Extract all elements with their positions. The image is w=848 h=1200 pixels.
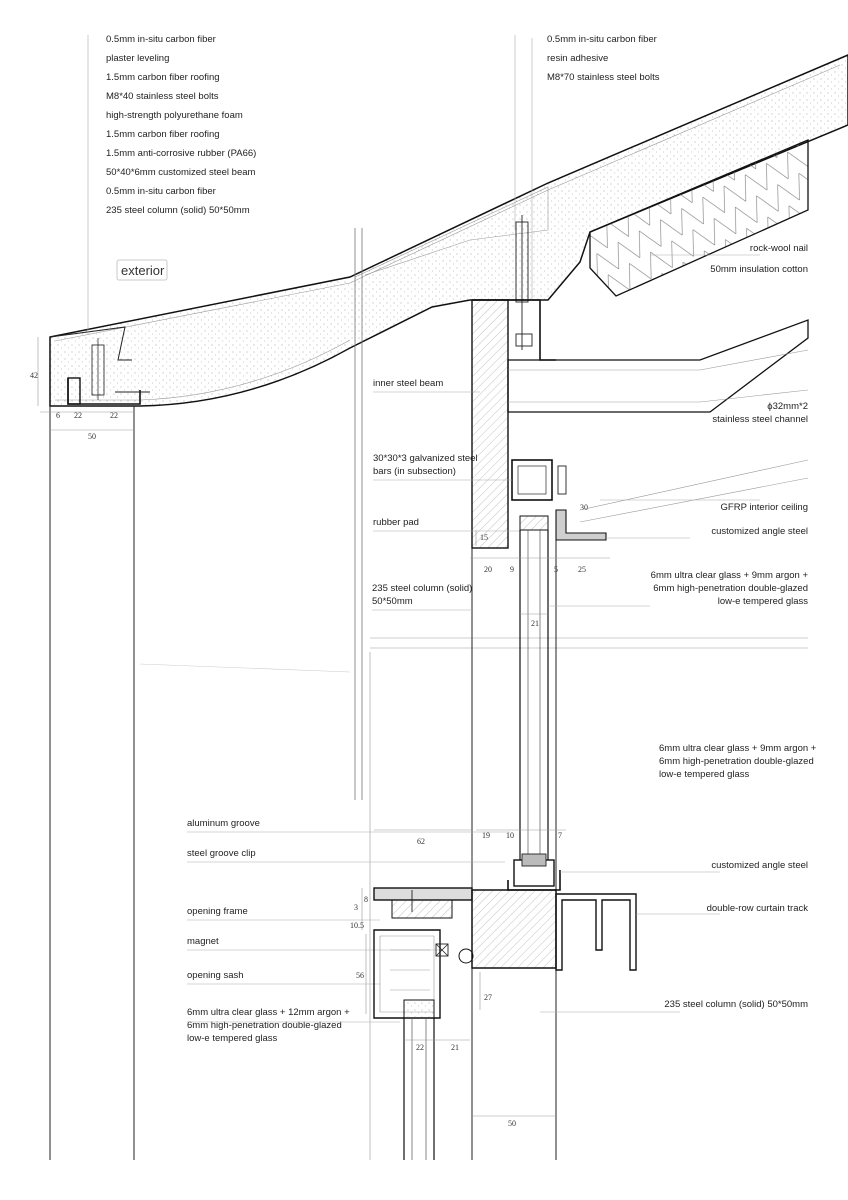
label-opening-sash: opening sash: [187, 970, 244, 981]
curtain-track: double-row curtain track: [555, 893, 809, 971]
label-curtain-track: double-row curtain track: [707, 903, 809, 914]
label-left-9: 235 steel column (solid) 50*50mm: [106, 205, 250, 216]
dim-10: 10: [506, 831, 514, 840]
dim-19: 19: [482, 831, 490, 840]
label-left-2: 1.5mm carbon fiber roofing: [106, 72, 220, 83]
middle-frame-lines: [139, 228, 808, 1160]
label-channel-1: ϕ32mm*2: [767, 401, 808, 412]
dim-eave-22b: 22: [110, 411, 118, 420]
dim-50-bottom: 50: [508, 1119, 516, 1128]
dim-8: 8: [364, 895, 368, 904]
dim-9: 9: [510, 565, 514, 574]
dim-56: 56: [356, 971, 364, 980]
inner-steel-beam: inner steel beam ϕ32mm*2 stainless steel…: [373, 319, 809, 425]
label-inner-beam: inner steel beam: [373, 378, 443, 389]
label-glass-b-0: 6mm ultra clear glass + 9mm argon +: [659, 743, 817, 754]
label-steel-groove-clip: steel groove clip: [187, 848, 256, 859]
dim-10-5: 10.5: [350, 921, 364, 930]
dims-upper: 15 20 9 5 25 21: [470, 530, 610, 628]
label-left-6: 1.5mm anti-corrosive rubber (PA66): [106, 148, 256, 159]
label-glass-c-0: 6mm ultra clear glass + 12mm argon +: [187, 1007, 350, 1018]
label-glass-b-1: 6mm high-penetration double-glazed: [659, 756, 814, 767]
gutter-bolt: [515, 215, 533, 350]
label-magnet: magnet: [187, 936, 219, 947]
dim-3: 3: [354, 903, 358, 912]
label-glass-a-1: 6mm high-penetration double-glazed: [653, 583, 808, 594]
label-opening-frame: opening frame: [187, 906, 248, 917]
dim-22: 22: [416, 1043, 424, 1052]
label-mid-0: 0.5mm in-situ carbon fiber: [547, 34, 657, 45]
dim-62: 62: [417, 837, 425, 846]
insulation-layer: rock-wool nail 50mm insulation cotton: [589, 139, 809, 297]
label-glass-c-1: 6mm high-penetration double-glazed: [187, 1020, 342, 1031]
label-glass-a-2: low-e tempered glass: [718, 596, 809, 607]
dim-eave-height: 42: [30, 371, 38, 380]
dim-21b: 21: [451, 1043, 459, 1052]
label-left-1: plaster leveling: [106, 53, 169, 64]
dims-bottom: 62 19 10 7 3 8 10.5 56 27 22 21 50: [350, 829, 566, 1128]
dim-15: 15: [480, 533, 488, 542]
label-left-0: 0.5mm in-situ carbon fiber: [106, 34, 216, 45]
label-column-bottom: 235 steel column (solid) 50*50mm: [664, 999, 808, 1010]
dim-27: 27: [484, 993, 492, 1002]
label-angle-steel-1: customized angle steel: [711, 526, 808, 537]
label-insulation: 50mm insulation cotton: [710, 264, 808, 275]
label-bars-2: bars (in subsection): [373, 466, 456, 477]
label-glass-a-0: 6mm ultra clear glass + 9mm argon +: [651, 570, 809, 581]
glass-upper: [519, 530, 549, 860]
label-gfrp: GFRP interior ceiling: [721, 502, 808, 513]
mid-labels-column: 235 steel column (solid) 50*50mm: [372, 583, 472, 611]
bottom-labels-left: aluminum groove steel groove clip openin…: [187, 818, 510, 1044]
label-left-7: 50*40*6mm customized steel beam: [106, 167, 256, 178]
glass-lower: [403, 1018, 435, 1160]
bottom-right-labels: customized angle steel 235 steel column …: [540, 860, 808, 1013]
label-column-mid-1: 235 steel column (solid): [372, 583, 472, 594]
column-bottom: [471, 889, 557, 969]
label-left-3: M8*40 stainless steel bolts: [106, 91, 219, 102]
dim-eave-22a: 22: [74, 411, 82, 420]
exterior-label: exterior: [121, 263, 165, 278]
rubber-pad-and-angle: rubber pad customized angle steel: [373, 509, 808, 541]
label-left-5: 1.5mm carbon fiber roofing: [106, 129, 220, 140]
eave-column: [49, 406, 135, 1160]
label-glass-b-2: low-e tempered glass: [659, 769, 750, 780]
label-column-mid-2: 50*50mm: [372, 596, 413, 607]
column-top: [471, 299, 557, 1160]
dim-21a: 21: [531, 619, 539, 628]
dim-25: 25: [578, 565, 586, 574]
label-left-8: 0.5mm in-situ carbon fiber: [106, 186, 216, 197]
label-rubber-pad: rubber pad: [373, 517, 419, 528]
eave-steel-angle: [49, 326, 150, 405]
dim-eave-6: 6: [56, 411, 60, 420]
opening-frame: [373, 887, 474, 1019]
dim-eave-50: 50: [88, 432, 96, 441]
label-mid-1: resin adhesive: [547, 53, 608, 64]
label-angle-steel-2: customized angle steel: [711, 860, 808, 871]
dim-20: 20: [484, 565, 492, 574]
label-bars-1: 30*30*3 galvanized steel: [373, 453, 478, 464]
galvanized-bars: 30*30*3 galvanized steel bars (in subsec…: [373, 453, 588, 512]
eave-dimensions: 42 6 22 22 50: [30, 337, 134, 441]
dim-7: 7: [558, 831, 562, 840]
label-left-4: high-strength polyurethane foam: [106, 110, 243, 121]
ceiling-lines: GFRP interior ceiling: [579, 459, 809, 523]
top-mid-labels: 0.5mm in-situ carbon fiber resin adhesiv…: [514, 34, 660, 300]
exterior-tag: exterior: [116, 259, 168, 281]
label-aluminum-groove: aluminum groove: [187, 818, 260, 829]
dim-30: 30: [580, 503, 588, 512]
label-mid-2: M8*70 stainless steel bolts: [547, 72, 660, 83]
label-glass-c-2: low-e tempered glass: [187, 1033, 278, 1044]
label-rock-wool-nail: rock-wool nail: [750, 243, 808, 254]
label-channel-2: stainless steel channel: [712, 414, 808, 425]
glass-label-b: 6mm ultra clear glass + 9mm argon + 6mm …: [659, 743, 817, 780]
label-list-left: 0.5mm in-situ carbon fiber plaster level…: [87, 34, 256, 335]
bottom-glass-shoe: [507, 853, 561, 891]
dim-5: 5: [554, 565, 558, 574]
glass-label-a: 6mm ultra clear glass + 9mm argon + 6mm …: [548, 570, 808, 607]
